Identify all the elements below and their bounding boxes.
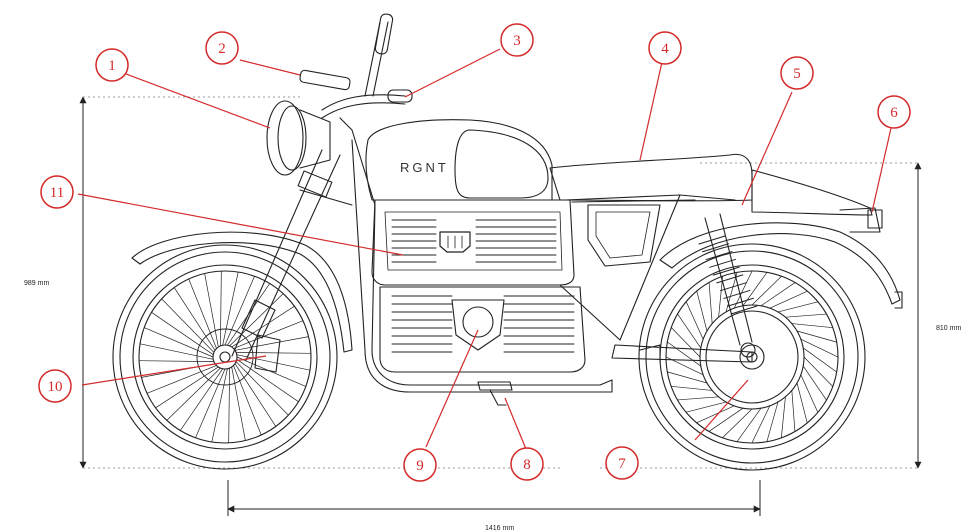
callout-number: 5 [793, 66, 801, 82]
callout-number: 1 [108, 58, 116, 74]
callout-bubbles: 1 2 3 4 5 6 7 8 9 10 11 [38, 23, 911, 482]
handlebar [299, 13, 413, 131]
wheelbase-dimension-label: 1416 mm [485, 525, 514, 532]
callout-number: 9 [416, 458, 424, 474]
height-dimension-label: 989 mm [24, 280, 49, 287]
callout-circle [40, 175, 74, 209]
callout-number: 7 [618, 456, 626, 472]
rear-shock [698, 213, 758, 346]
battery-cover-lower [379, 286, 586, 373]
callout-number: 4 [661, 41, 669, 57]
callout-circle [510, 447, 544, 481]
callout-circle [780, 56, 814, 90]
callout-number: 10 [48, 379, 63, 395]
swingarm [611, 342, 756, 363]
rear-fender [659, 222, 901, 305]
callout-6: 6 [877, 95, 911, 129]
callout-1: 1 [95, 48, 129, 82]
callout-circle [648, 31, 682, 65]
seat-height-dimension-label: 810 mm [936, 325, 961, 332]
callout-circle [38, 369, 72, 403]
rear-wheel [638, 243, 866, 471]
front-fender [131, 231, 353, 353]
callout-number: 2 [218, 41, 226, 57]
front-wheel [112, 244, 338, 470]
callout-5: 5 [780, 56, 814, 90]
callout-4: 4 [648, 31, 682, 65]
callout-circle [403, 448, 437, 482]
seat [549, 153, 753, 202]
callout-circle [95, 48, 129, 82]
callout-circle [605, 446, 639, 480]
callout-7: 7 [605, 446, 639, 480]
callout-number: 6 [890, 105, 898, 121]
tank [365, 119, 553, 201]
front-forks [231, 149, 353, 361]
footpeg [477, 381, 513, 406]
side-panel [587, 204, 661, 267]
callout-circle [500, 23, 534, 57]
callout-circle [877, 95, 911, 129]
callout-number: 3 [513, 33, 521, 49]
tank-brand-label: RGNT [400, 160, 449, 175]
motorcycle-line-art: RGNT [112, 13, 903, 471]
battery-cover-upper [371, 199, 575, 286]
callout-11: 11 [40, 175, 74, 209]
callout-circle [205, 31, 239, 65]
callout-3: 3 [500, 23, 534, 57]
callout-number: 11 [50, 185, 64, 201]
callout-number: 8 [523, 457, 531, 473]
frame [351, 129, 736, 393]
callout-leaders [77, 48, 892, 450]
headlight [266, 100, 331, 176]
callout-9: 9 [403, 448, 437, 482]
callout-10: 10 [38, 369, 72, 403]
dimension-lines [79, 96, 922, 516]
callout-2: 2 [205, 31, 239, 65]
callout-8: 8 [510, 447, 544, 481]
